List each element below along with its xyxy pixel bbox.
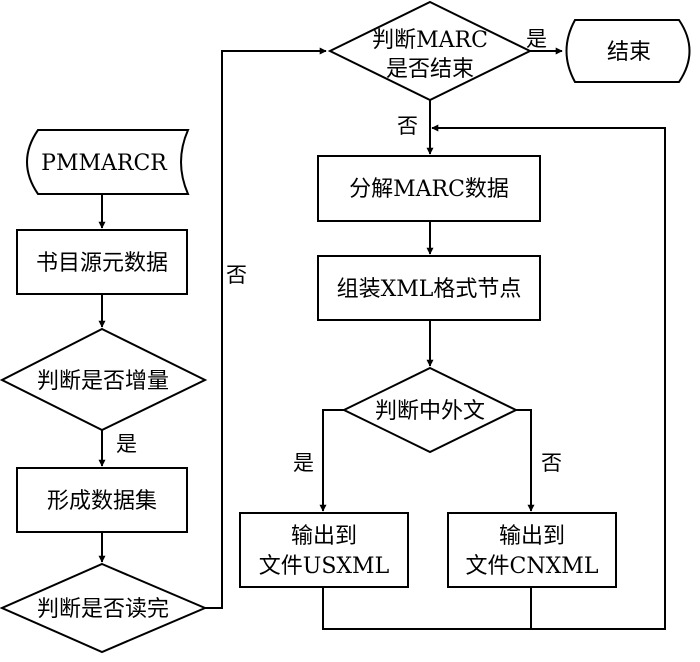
- end-node: 结束: [565, 19, 691, 83]
- edge-label-marc-end-yes: 是: [526, 27, 547, 51]
- marc-end-label-line2: 是否结束: [386, 57, 474, 82]
- marc-end-label-line1: 判断MARC: [372, 28, 488, 53]
- is-incremental-decision: 判断是否增量: [0, 327, 208, 432]
- edge-label-marc-end-no: 否: [397, 114, 418, 138]
- arrow-loop-back: [322, 124, 666, 630]
- is-read-complete-decision: 判断是否读完: [0, 562, 208, 654]
- assemble-xml-node: 组装XML格式节点: [317, 255, 541, 321]
- marc-end-decision: 判断MARC 是否结束: [327, 0, 533, 102]
- foreign-chinese-label: 判断中外文: [375, 399, 485, 424]
- parse-marc-node: 分解MARC数据: [317, 155, 541, 222]
- bibliographic-source-label: 书目源元数据: [36, 251, 168, 276]
- foreign-chinese-decision: 判断中外文: [341, 366, 519, 454]
- form-dataset-node: 形成数据集: [16, 467, 188, 533]
- edge-label-lang-no: 否: [541, 451, 562, 475]
- is-incremental-label: 判断是否增量: [37, 369, 169, 394]
- assemble-xml-label: 组装XML格式节点: [337, 277, 522, 302]
- form-dataset-label: 形成数据集: [47, 489, 157, 514]
- is-read-complete-label: 判断是否读完: [37, 597, 169, 622]
- output-usxml-node: 输出到 文件USXML: [239, 512, 409, 588]
- bibliographic-source-node: 书目源元数据: [16, 229, 188, 295]
- arrow-read-no-to-marc-end: [205, 47, 327, 609]
- arrow-language-no: [516, 409, 535, 512]
- output-cnxml-label-line2: 文件CNXML: [466, 554, 599, 579]
- pmmarcr-node: PMMARCR: [26, 129, 190, 195]
- arrow-language-yes: [319, 409, 344, 512]
- edge-label-lang-yes: 是: [293, 451, 314, 475]
- output-usxml-label-line1: 输出到: [291, 524, 357, 549]
- edge-label-incremental-yes: 是: [116, 432, 137, 456]
- output-cnxml-label-line1: 输出到: [499, 524, 565, 549]
- parse-marc-label: 分解MARC数据: [349, 177, 509, 202]
- output-cnxml-node: 输出到 文件CNXML: [447, 512, 617, 588]
- output-usxml-label-line2: 文件USXML: [259, 554, 390, 579]
- end-label: 结束: [607, 40, 651, 65]
- pmmarcr-label: PMMARCR: [41, 151, 168, 176]
- edge-label-read-no: 否: [226, 263, 247, 287]
